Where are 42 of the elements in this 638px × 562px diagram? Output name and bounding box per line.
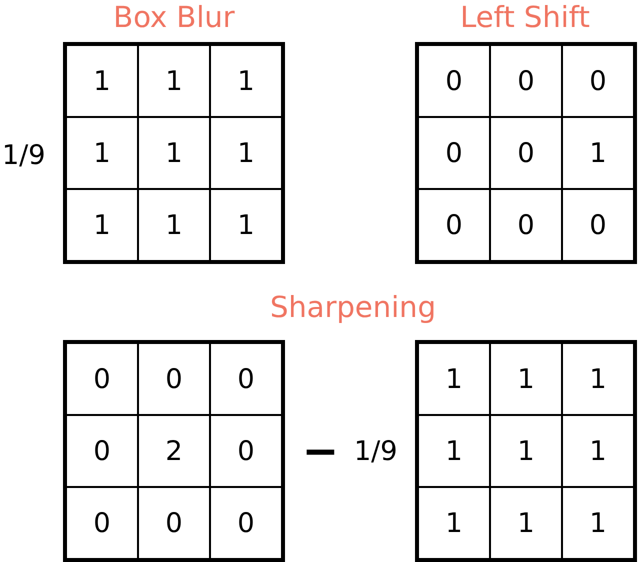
matrix-entry: 0 xyxy=(490,189,562,261)
matrix-entry: 1 xyxy=(210,189,282,261)
matrix-entry: 1 xyxy=(418,487,490,559)
matrix-entry: 0 xyxy=(418,117,490,189)
matrix-entry: 1 xyxy=(562,343,634,415)
matrix-entry: 1 xyxy=(490,415,562,487)
matrix-entry: 1 xyxy=(66,45,138,117)
matrix-entry: 0 xyxy=(418,45,490,117)
matrix-entry: 2 xyxy=(138,415,210,487)
kernel-title: Left Shift xyxy=(460,0,590,34)
matrix-entry: 0 xyxy=(138,487,210,559)
matrix-entry: 1 xyxy=(418,415,490,487)
matrix-entry: 0 xyxy=(562,189,634,261)
minus-sign: − xyxy=(302,430,339,474)
matrix-entry: 0 xyxy=(138,343,210,415)
matrix-entry: 0 xyxy=(490,45,562,117)
matrix-entry: 1 xyxy=(138,189,210,261)
matrix-entry: 1 xyxy=(418,343,490,415)
matrix-entry: 1 xyxy=(66,117,138,189)
matrix-entry: 1 xyxy=(490,487,562,559)
matrix-entry: 1 xyxy=(138,45,210,117)
matrix-entry: 1 xyxy=(562,487,634,559)
matrix-entry: 0 xyxy=(210,487,282,559)
matrix-entry: 0 xyxy=(210,343,282,415)
matrix-entry: 0 xyxy=(210,415,282,487)
matrix-entry: 0 xyxy=(562,45,634,117)
scale-factor: 1/9 xyxy=(2,140,46,171)
matrix-entry: 1 xyxy=(66,189,138,261)
matrix-entry: 0 xyxy=(66,343,138,415)
matrix-entry: 1 xyxy=(138,117,210,189)
matrix-entry: 0 xyxy=(490,117,562,189)
matrix-entry: 1 xyxy=(210,117,282,189)
matrix-entry: 0 xyxy=(418,189,490,261)
matrix-entry: 1 xyxy=(210,45,282,117)
matrix-entry: 0 xyxy=(66,415,138,487)
matrix-entry: 1 xyxy=(562,415,634,487)
kernel-title: Sharpening xyxy=(270,290,436,324)
scale-factor: 1/9 xyxy=(354,436,398,467)
matrix-entry: 1 xyxy=(562,117,634,189)
matrix-entry: 0 xyxy=(66,487,138,559)
matrix-entry: 1 xyxy=(490,343,562,415)
kernel-title: Box Blur xyxy=(113,0,235,34)
